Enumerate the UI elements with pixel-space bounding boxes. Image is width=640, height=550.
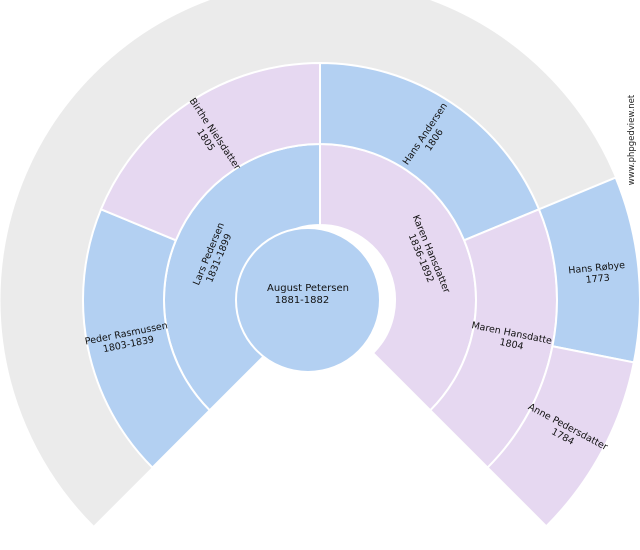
root-person-name: August Petersen [267, 283, 349, 294]
watermark: www.phpgedview.net [627, 94, 637, 185]
ancestor-segment-shape [486, 345, 636, 528]
ancestor-dates: 1804 [499, 337, 525, 353]
root-person-dates: 1881-1882 [275, 295, 330, 306]
ancestor-dates: 1773 [585, 273, 610, 286]
root-person-circle [235, 227, 381, 373]
root-person[interactable]: August Petersen 1881-1882 [235, 227, 381, 373]
